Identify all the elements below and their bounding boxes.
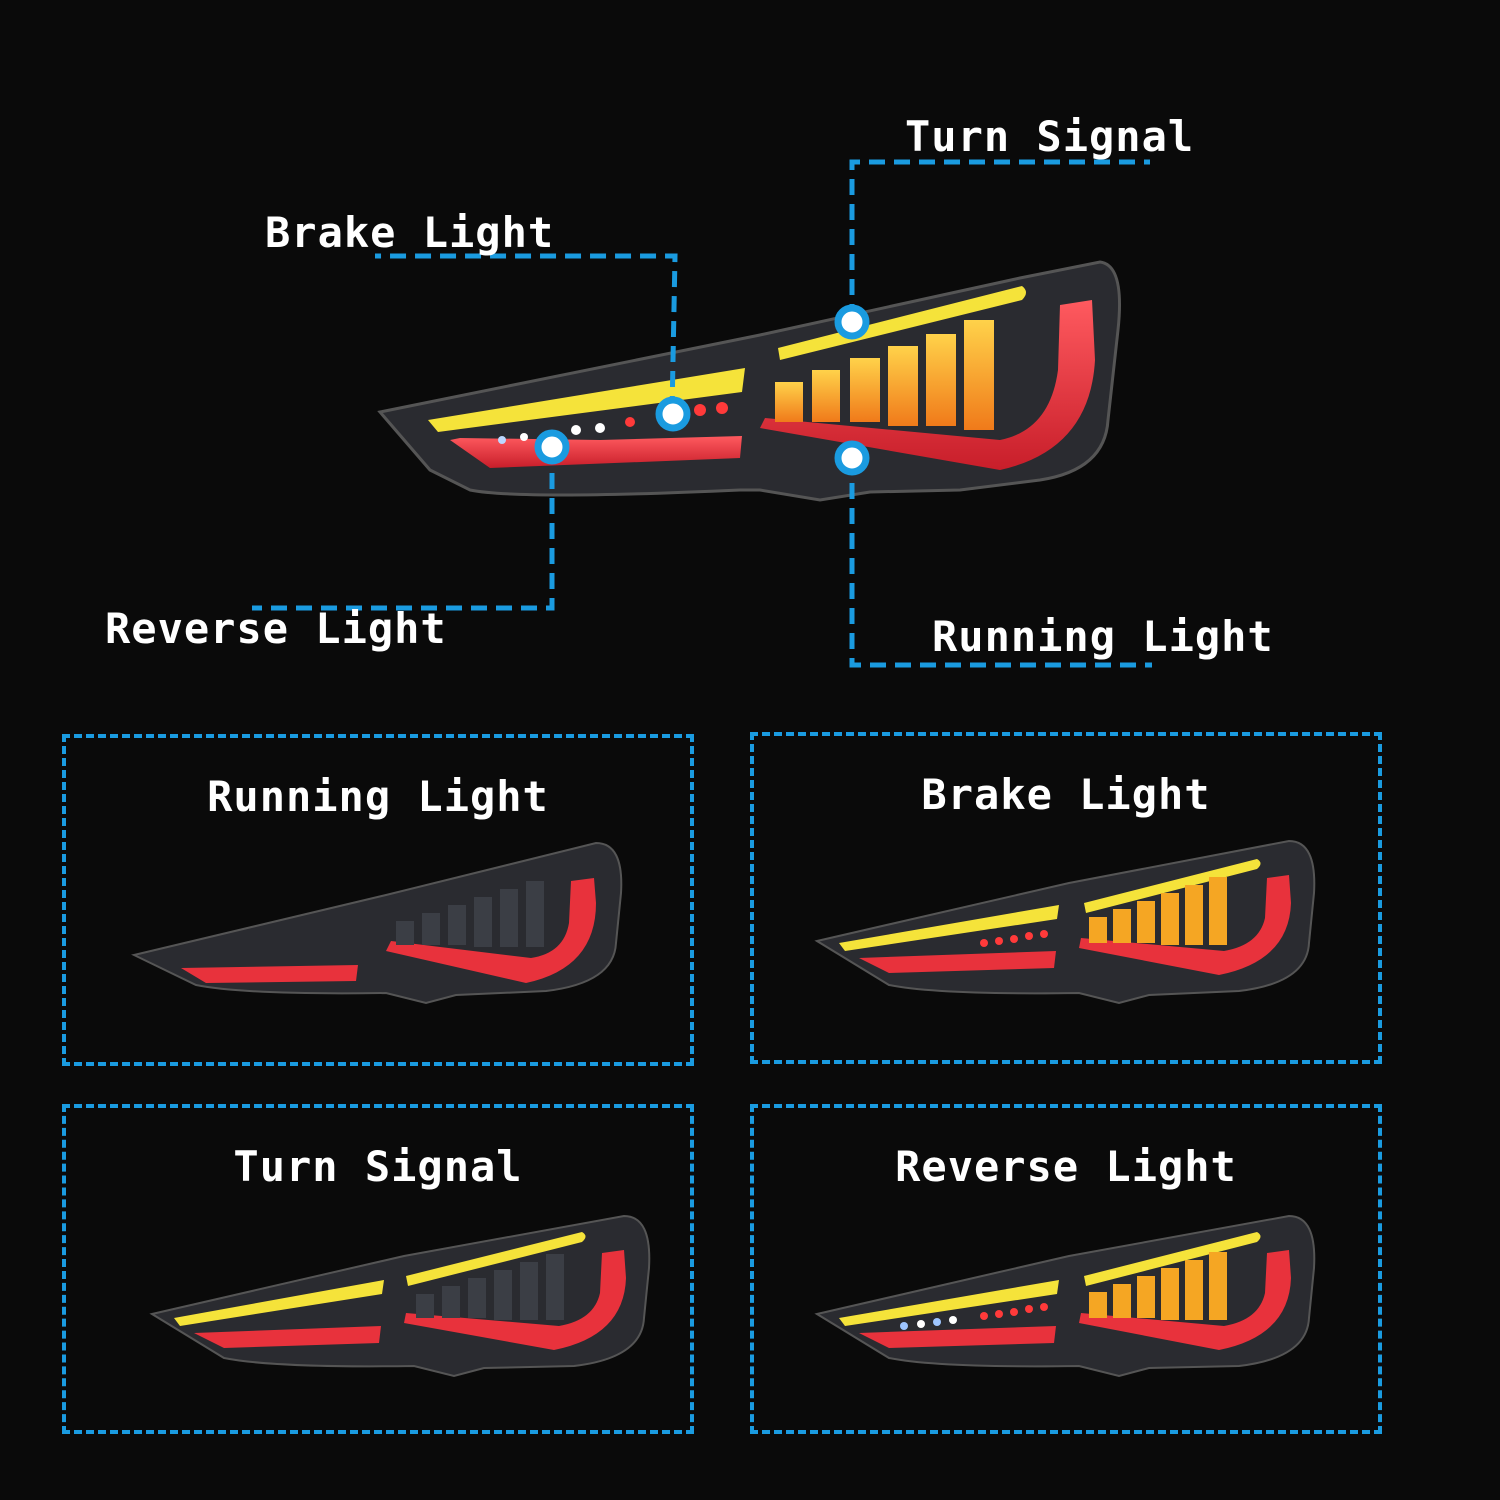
panel-title: Turn Signal	[233, 1142, 523, 1191]
marker-brake	[655, 396, 691, 432]
panel-title: Brake Light	[921, 770, 1211, 819]
callout-turn-line	[849, 159, 1150, 320]
marker-reverse	[534, 429, 570, 465]
callout-reverse-light-label: Reverse Light	[105, 604, 447, 653]
callout-brake-light-label: Brake Light	[265, 208, 555, 257]
callout-markers	[534, 304, 870, 476]
panel-turn-signal: Turn Signal	[62, 1104, 694, 1434]
tail-light-brake	[814, 839, 1316, 1005]
tail-light-reverse	[814, 1214, 1316, 1378]
callout-lines	[252, 159, 1152, 668]
callout-reverse-line	[252, 448, 555, 611]
marker-turn	[834, 304, 870, 340]
tail-light-turn	[149, 1214, 651, 1378]
panel-title: Reverse Light	[895, 1142, 1237, 1191]
panel-title: Running Light	[207, 772, 549, 821]
panel-brake-light: Brake Light	[750, 732, 1382, 1064]
tail-light-main	[377, 260, 1122, 502]
callout-running-line	[849, 458, 1152, 668]
panel-reverse-light: Reverse Light	[750, 1104, 1382, 1434]
marker-running	[834, 440, 870, 476]
callout-turn-signal-label: Turn Signal	[905, 112, 1195, 161]
panel-running-light: Running Light	[62, 734, 694, 1066]
tail-light-running	[131, 841, 623, 1005]
callout-running-light-label: Running Light	[932, 612, 1274, 661]
callout-brake-line	[375, 253, 678, 413]
main-diagram	[252, 159, 1152, 668]
